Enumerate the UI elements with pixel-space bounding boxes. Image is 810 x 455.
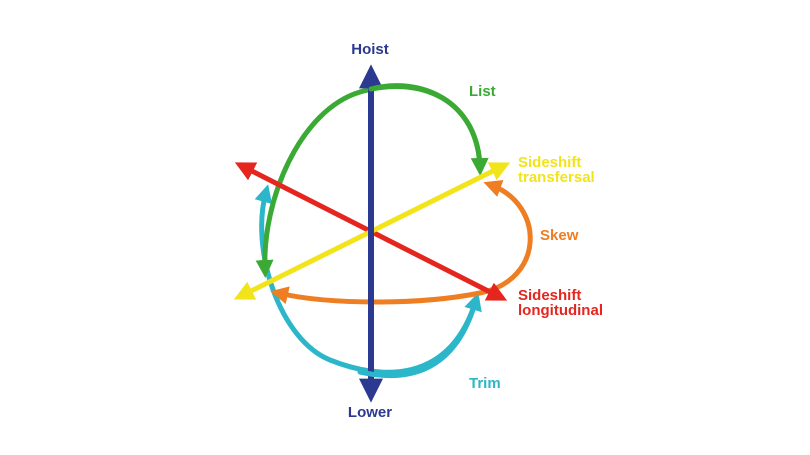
sideshift-longitudinal-label-line2: longitudinal [518, 302, 603, 319]
list-label: List [469, 83, 496, 100]
hoist-label: Hoist [351, 41, 389, 58]
skew-label: Skew [540, 227, 579, 244]
sideshift-transfersal-label-line2: transfersal [518, 169, 595, 186]
lower-label: Lower [348, 404, 392, 421]
list-arc-front [368, 83, 483, 171]
trim-arc-front [357, 297, 479, 379]
sideshift-longitudinal-label-line1: Sideshift [518, 287, 581, 304]
sideshift-transfersal-label-line1: Sideshift [518, 154, 581, 171]
trim-label: Trim [469, 375, 501, 392]
